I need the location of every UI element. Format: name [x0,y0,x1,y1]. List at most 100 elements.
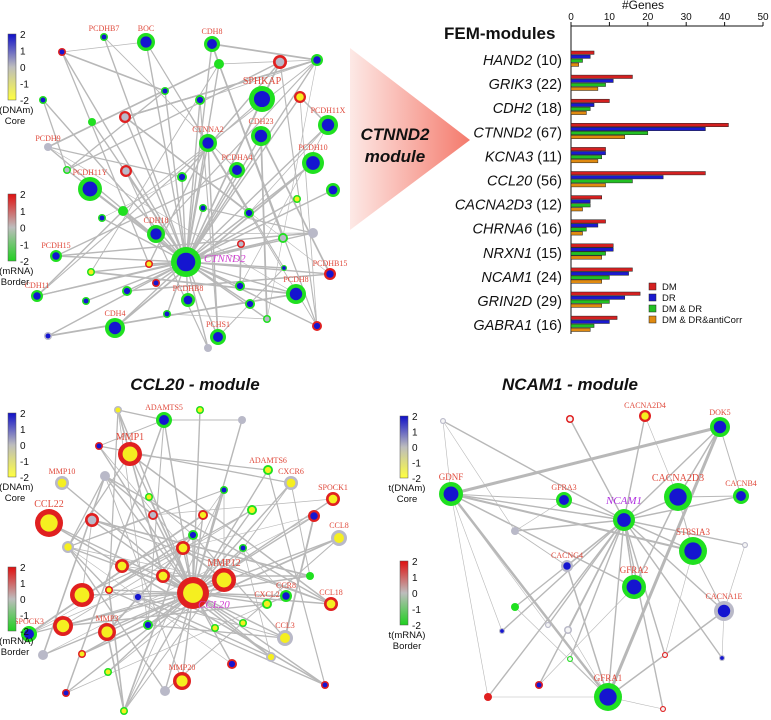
node-label: PCDHB7 [89,24,120,33]
node-label: CCL18 [319,588,343,597]
node-label: CDH8 [202,27,223,36]
edge [125,170,187,263]
node-core [567,416,573,422]
core-legend-tick: 0 [20,63,26,74]
node-core [40,97,46,103]
legend-entry: DM & DR [662,304,702,315]
edge [192,592,326,686]
edge [91,519,311,577]
bar-KCNA3-2 [570,155,602,160]
bar-CCL20-1 [570,175,664,180]
node-core [500,629,504,633]
node-core [101,34,107,40]
bar-GABRA1-0 [570,315,618,320]
bar-GRIN2D-2 [570,299,610,304]
node-core [189,531,197,539]
edge [81,519,93,596]
edge [242,547,287,597]
legend-entry: DM & DR&antiCorr [662,315,742,326]
node-core [328,185,338,195]
bar-NRXN1-2 [570,251,606,256]
node-core [150,228,162,240]
category-size: (18) [532,101,562,117]
edge [514,499,565,532]
category-size: (29) [532,294,562,310]
border-legend-2-tick: -2 [20,627,29,638]
edge [211,43,318,61]
node-core [164,311,170,317]
edge [182,515,315,549]
node-label: DOK5 [709,408,730,417]
node-core [134,593,142,601]
category-label: NCAM1 (24) [481,270,562,286]
core-legend-2-tick: -2 [20,473,29,484]
core-legend-3-tick: 1 [412,428,418,439]
edge [450,493,609,698]
bar-GRIN2D-3 [570,303,602,308]
edge [606,426,722,698]
edge [164,537,340,692]
edge [137,596,272,658]
category-label: KCNA3 (11) [485,149,562,165]
border-legend-2-label: Border [1,647,30,658]
edge [192,534,286,639]
edge [450,493,503,632]
core-legend-2-colorbar [7,412,17,478]
edge [185,261,285,269]
category-gene: CACNA2D3 [455,198,532,214]
node-core [264,316,270,322]
node-label: MMP1 [116,432,144,443]
node-core [246,300,254,308]
node-core [282,266,286,270]
node-core [176,252,196,272]
edge [104,475,154,516]
edge [124,116,250,214]
edge [65,419,165,694]
node-core [212,625,218,631]
node-core [263,600,271,608]
edge [67,453,131,548]
node-label: MMP3 [96,614,119,623]
edge [47,63,220,148]
node-label: PCDH9 [35,134,60,143]
edge [55,255,187,263]
node-core [176,675,188,687]
edge [28,575,164,635]
node-core [221,487,227,493]
edge [66,90,166,171]
node-label: GFRA1 [594,673,623,683]
edge [192,592,332,605]
bar-GRIN2D-0 [570,291,641,296]
node-core [123,287,131,295]
edge [239,243,242,287]
node-label: CACNA1E [706,592,743,601]
edge [623,519,746,546]
node-label: CACNA2D4 [624,401,666,410]
node-core [202,137,214,149]
x-tick-label: 50 [757,12,769,23]
edge [101,217,187,263]
edge [47,261,187,337]
node-core [286,478,296,488]
node-core [736,491,746,501]
category-size: (12) [532,198,562,214]
edge [122,59,318,212]
node-core [334,533,344,543]
edge [101,176,183,219]
edge [538,519,625,686]
edge [290,482,311,577]
node-core [626,579,642,595]
node-label: CACNA2D3 [652,473,704,484]
border-legend-2-colorbar [7,566,17,632]
edge [61,482,194,594]
bar-CACNA2D3-3 [570,207,583,212]
node-core [236,282,244,290]
edge [623,426,721,521]
node-core [563,562,571,570]
core-legend-3-label: t(DNAm) [389,483,426,494]
node-core [101,626,113,638]
node-core [63,690,69,696]
node-label: CDH23 [249,117,274,126]
edge [67,475,106,548]
node-label: GFRA2 [620,565,649,575]
